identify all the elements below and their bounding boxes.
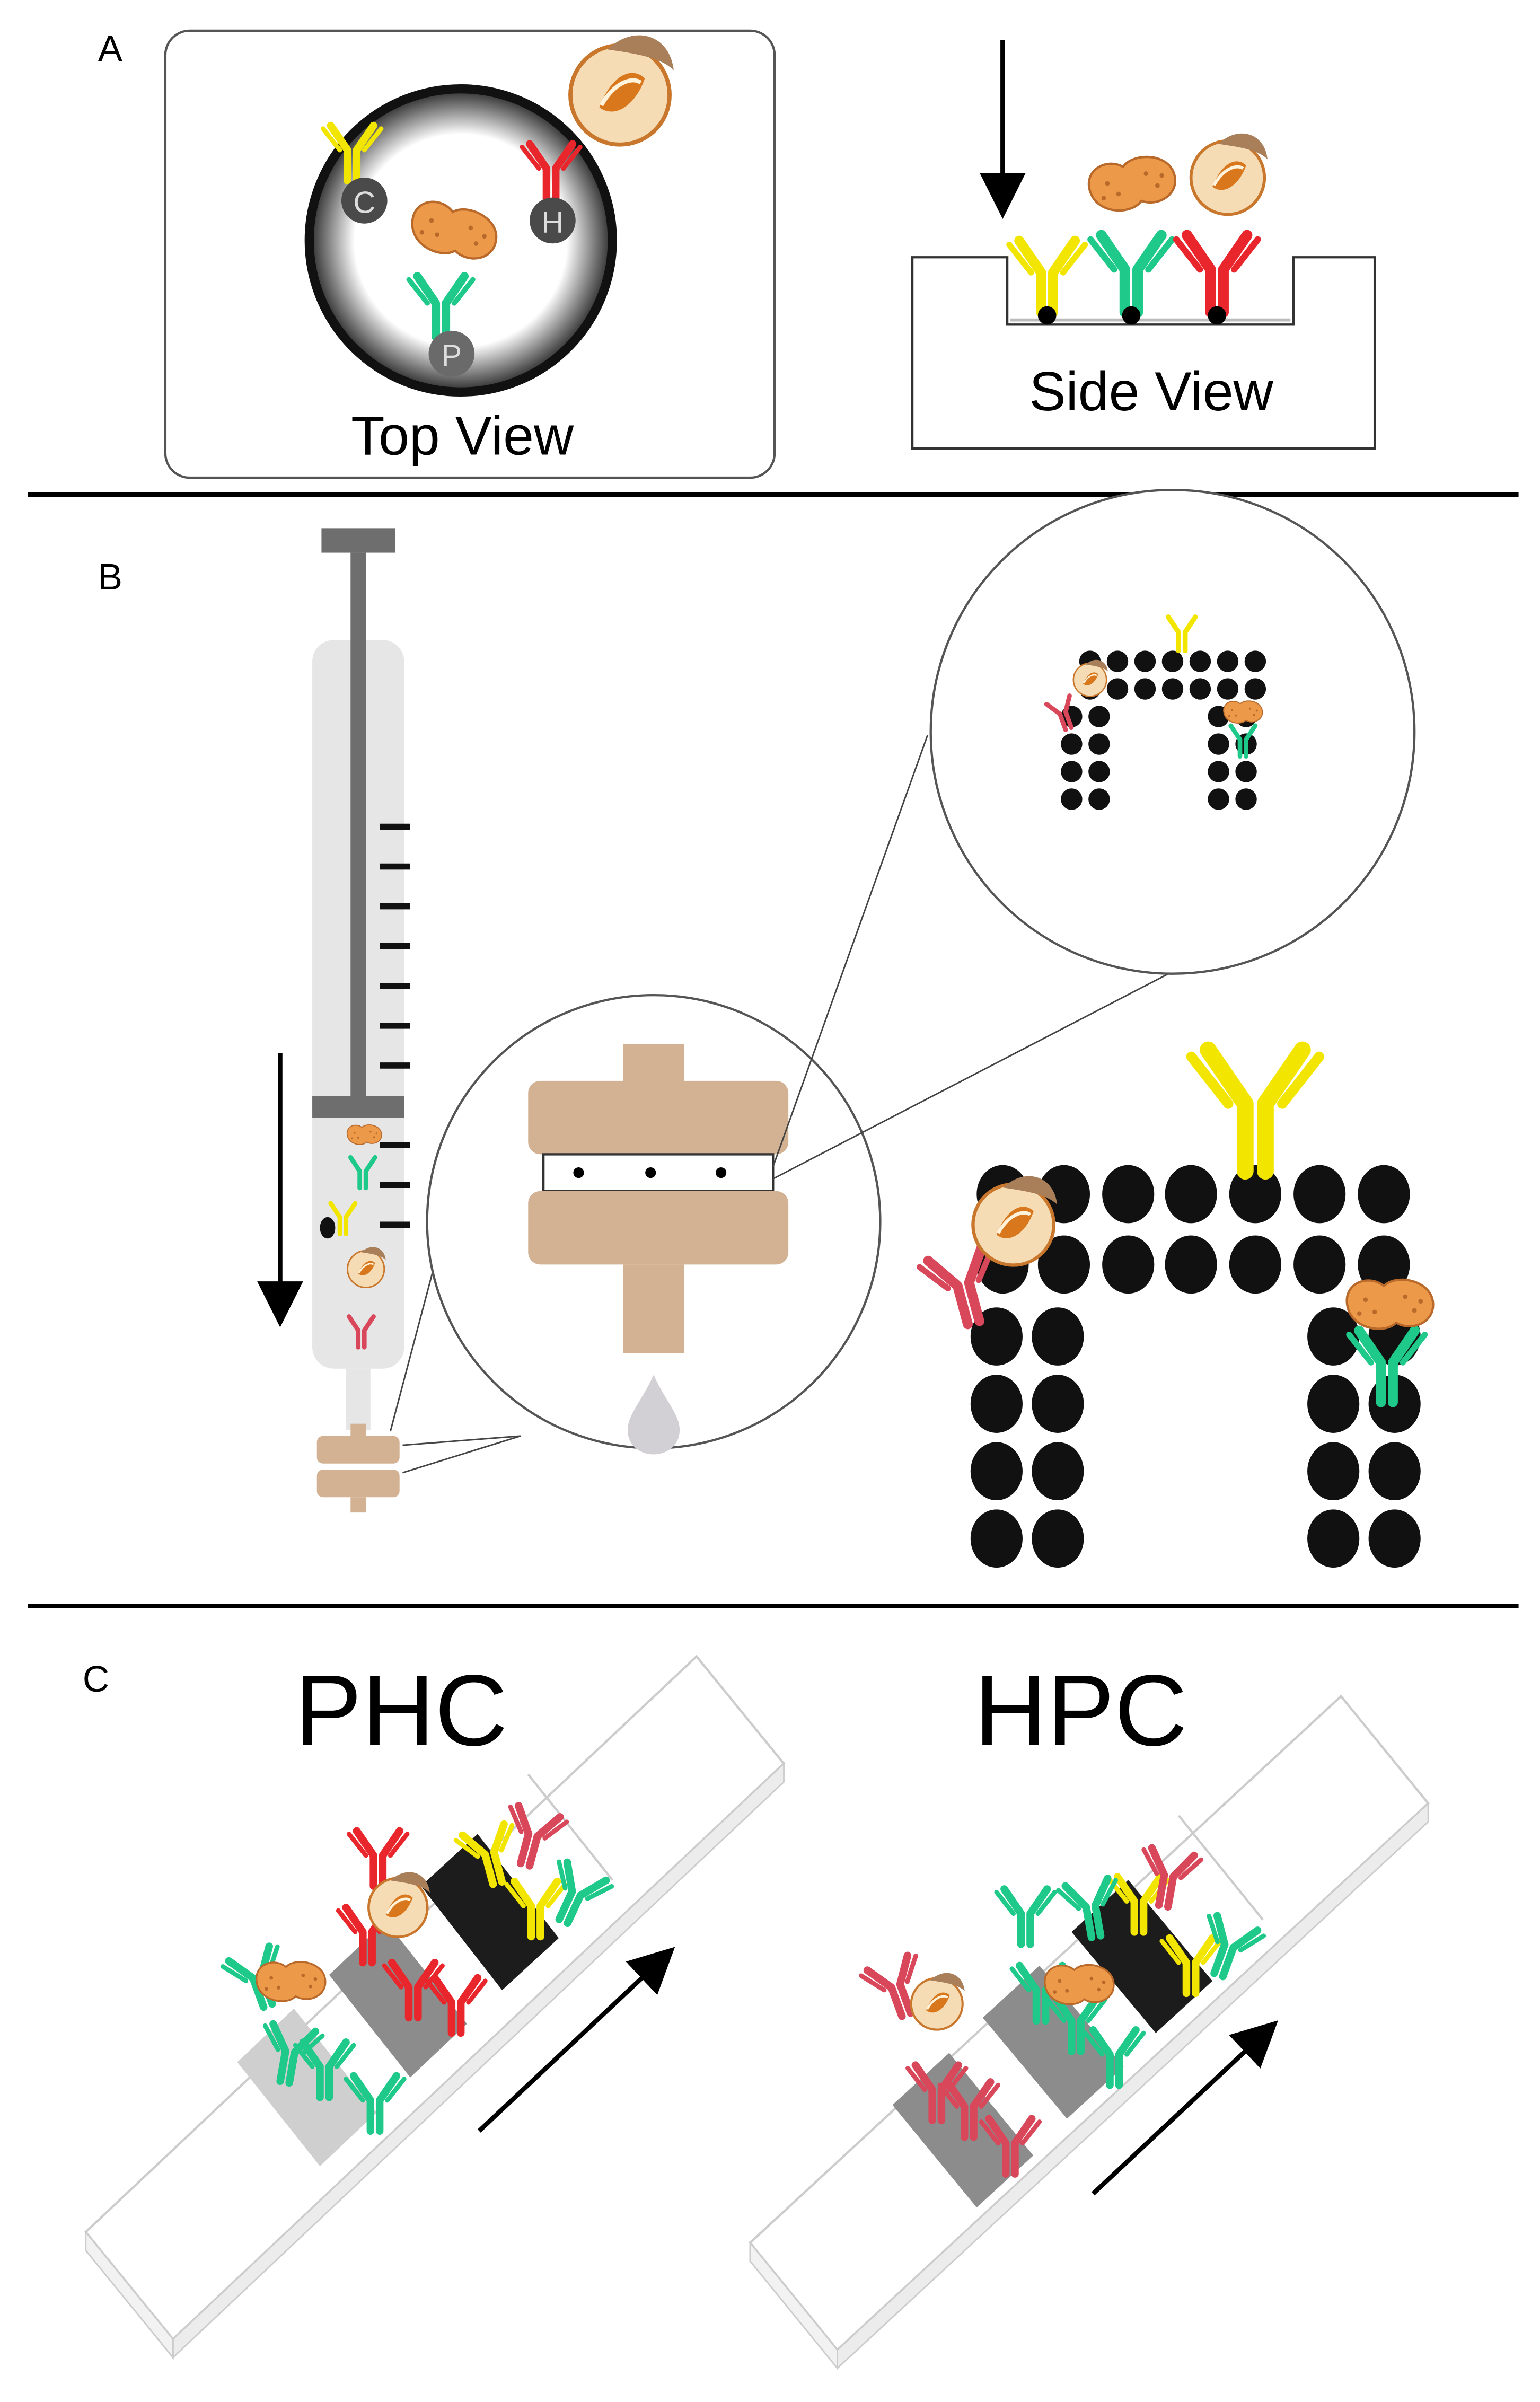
arrow-icon: [477, 1947, 675, 2133]
band-control: [1071, 1880, 1213, 2033]
band-peanut: [237, 2008, 377, 2167]
hazelnut-icon: [1191, 134, 1268, 215]
peanut-icon: [1347, 1280, 1433, 1329]
spot-c: [341, 178, 388, 224]
side-view-label: Side View: [1029, 361, 1273, 423]
panel-c-letter: C: [83, 1658, 109, 1700]
antibody-icon: [1176, 235, 1258, 313]
test-strip-hpc: [748, 1694, 1430, 2371]
peanut-icon: [1223, 700, 1263, 724]
panel-a: A C H P Top View Side View: [98, 28, 1376, 479]
panel-b: B: [98, 489, 1433, 1568]
panel-c: C PHC HPC: [83, 1654, 1430, 2371]
panel-b-letter: B: [98, 556, 122, 597]
band-control: [421, 1834, 559, 1991]
syringe: [312, 528, 410, 1513]
spot-h: [530, 197, 576, 244]
test-strip-phc: [84, 1655, 786, 2360]
arrow-icon: [1091, 2020, 1279, 2196]
band-peanut: [982, 1965, 1124, 2119]
antibody-icon: [1009, 241, 1085, 312]
graduation-marks: [380, 823, 410, 1228]
droplet-icon: [627, 1375, 680, 1455]
spot-p-label: P: [442, 339, 462, 373]
spot-p: [428, 330, 475, 377]
plunger: [321, 528, 395, 553]
spot-c-label: C: [353, 186, 375, 220]
strip1-title: PHC: [294, 1654, 507, 1767]
strip2-title: HPC: [974, 1654, 1187, 1767]
spot-h-label: H: [542, 206, 564, 240]
well-side-view: [911, 256, 1376, 450]
peanut-icon: [1086, 152, 1179, 215]
antibody-icon: [1090, 235, 1172, 313]
pore-zoom-circle: [929, 489, 1416, 975]
membrane-holder: [528, 1044, 789, 1353]
top-view-label: Top View: [351, 406, 574, 467]
antibody-icon: [1191, 1050, 1319, 1171]
panel-a-letter: A: [98, 28, 123, 69]
